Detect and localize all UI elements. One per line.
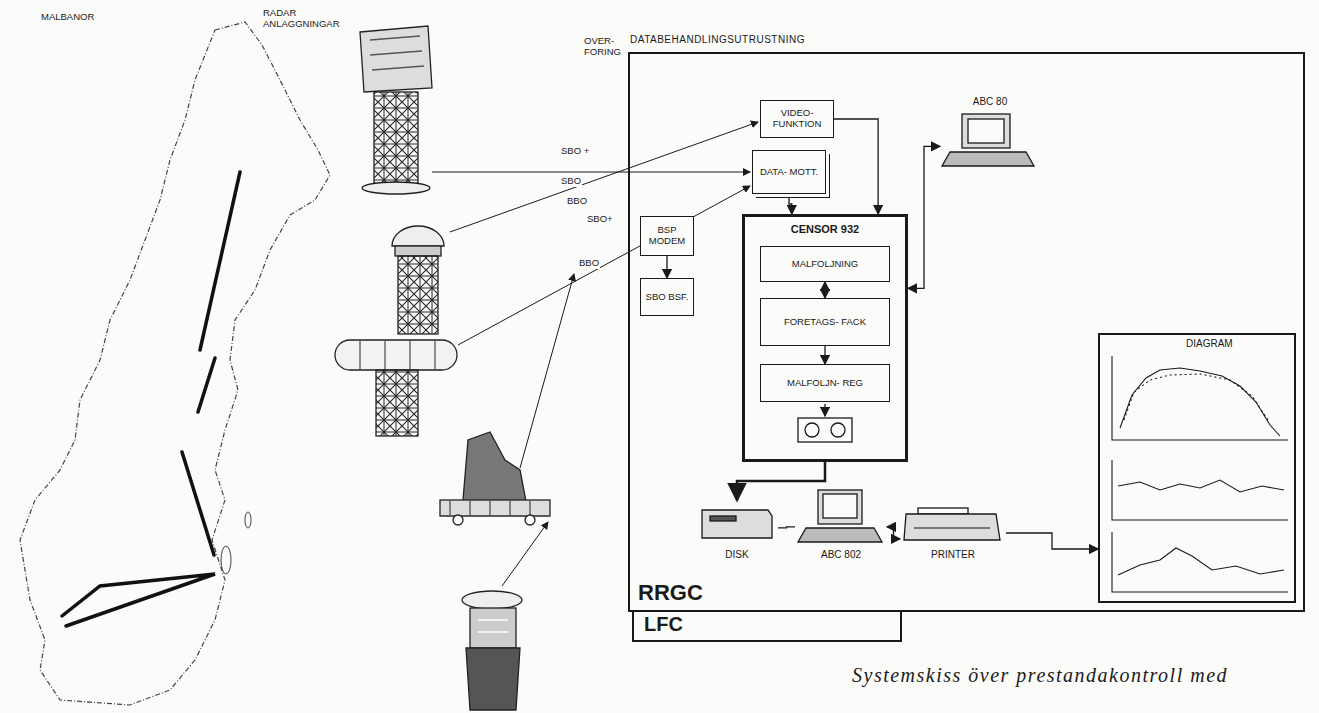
- diagram-box: DIAGRAM: [1098, 333, 1296, 603]
- node-sublabel: RRGC: [638, 580, 703, 606]
- printer-unit: PRINTER: [900, 504, 1006, 562]
- node-label: DISK: [696, 549, 778, 560]
- connector-arrow: [666, 256, 667, 278]
- node-label: ABC 80: [940, 96, 1040, 107]
- processing-equipment: DATABEHANDLINGSUTRUSTNINGRRGCVIDEO- FUNK…: [628, 52, 1305, 612]
- signal-label: OVER- FORING: [583, 36, 627, 58]
- figure-caption: Systemskiss över prestandakontroll med: [852, 664, 1228, 687]
- node-label: BSP MODEM: [644, 225, 690, 247]
- signal-label: BBO: [566, 196, 588, 207]
- lfc-tab: LFC: [632, 610, 902, 642]
- sweden-map: [20, 22, 330, 705]
- connector-arrow: [1006, 533, 1098, 549]
- computer-abc80: [942, 114, 1034, 166]
- connector-arrow: [824, 346, 825, 364]
- radar-4: [440, 432, 550, 525]
- connector-arrow: [887, 527, 900, 539]
- process-box: MALFOLJN- REG: [760, 364, 890, 402]
- disk-drive: [702, 510, 772, 538]
- node-label: VIDEO- FUNKTION: [764, 108, 830, 130]
- node-label: PRINTER: [900, 549, 1006, 560]
- process-box: MALFOLJNING: [760, 246, 890, 282]
- signal-label: BBO: [578, 258, 600, 269]
- section-heading: RADAR ANLAGGNINGAR: [262, 8, 350, 30]
- node-label: DATABEHANDLINGSUTRUSTNING: [630, 34, 805, 45]
- connector-arrow: [778, 527, 795, 528]
- node-label: ABC 802: [795, 549, 887, 560]
- radar-5: [462, 591, 522, 710]
- node-label: LFC: [644, 613, 683, 636]
- connector-arrow: [737, 462, 825, 500]
- disk-unit: DISK: [696, 500, 778, 562]
- node-label: CENSOR 932: [745, 223, 905, 235]
- node-label: DIAGRAM: [1186, 338, 1233, 349]
- printer-device: [904, 508, 1000, 540]
- sbo-box: SBO BSF.: [640, 278, 694, 316]
- terminal-abc802: ABC 802: [795, 484, 887, 562]
- data-receiver-box: DATA- MOTT.: [752, 150, 826, 194]
- radar-3: [335, 340, 457, 436]
- signal-label: SBO +: [560, 146, 590, 157]
- connector-arrow: [789, 194, 792, 214]
- terminal-abc80: ABC 80: [940, 96, 1040, 168]
- diagram-plots: [1112, 356, 1288, 592]
- radar-1: [360, 26, 432, 194]
- connector-arrow: [908, 146, 940, 288]
- node-label: DATA- MOTT.: [760, 167, 818, 178]
- node-label: SBO BSF.: [646, 292, 689, 303]
- radar-2: [392, 226, 444, 334]
- section-heading: MALBANOR: [40, 12, 95, 23]
- video-box: VIDEO- FUNKTION: [760, 100, 834, 138]
- connector-arrow: [824, 282, 825, 298]
- process-box: FORETAGS- FACK: [760, 298, 890, 346]
- tape-unit: [798, 404, 852, 442]
- node-label: MALFOLJNING: [792, 259, 859, 270]
- signal-label: SBO+: [586, 214, 614, 225]
- connector-arrow: [834, 119, 878, 214]
- modem-box: BSP MODEM: [640, 216, 694, 256]
- signal-label: SBO: [560, 176, 582, 187]
- computer-abc802: [798, 490, 882, 542]
- target-tracks: [62, 172, 240, 626]
- node-label: FORETAGS- FACK: [784, 317, 866, 328]
- computer-box: CENSOR 932MALFOLJNING FORETAGS- FACK MALFO…: [742, 214, 908, 462]
- node-label: MALFOLJN- REG: [787, 378, 863, 389]
